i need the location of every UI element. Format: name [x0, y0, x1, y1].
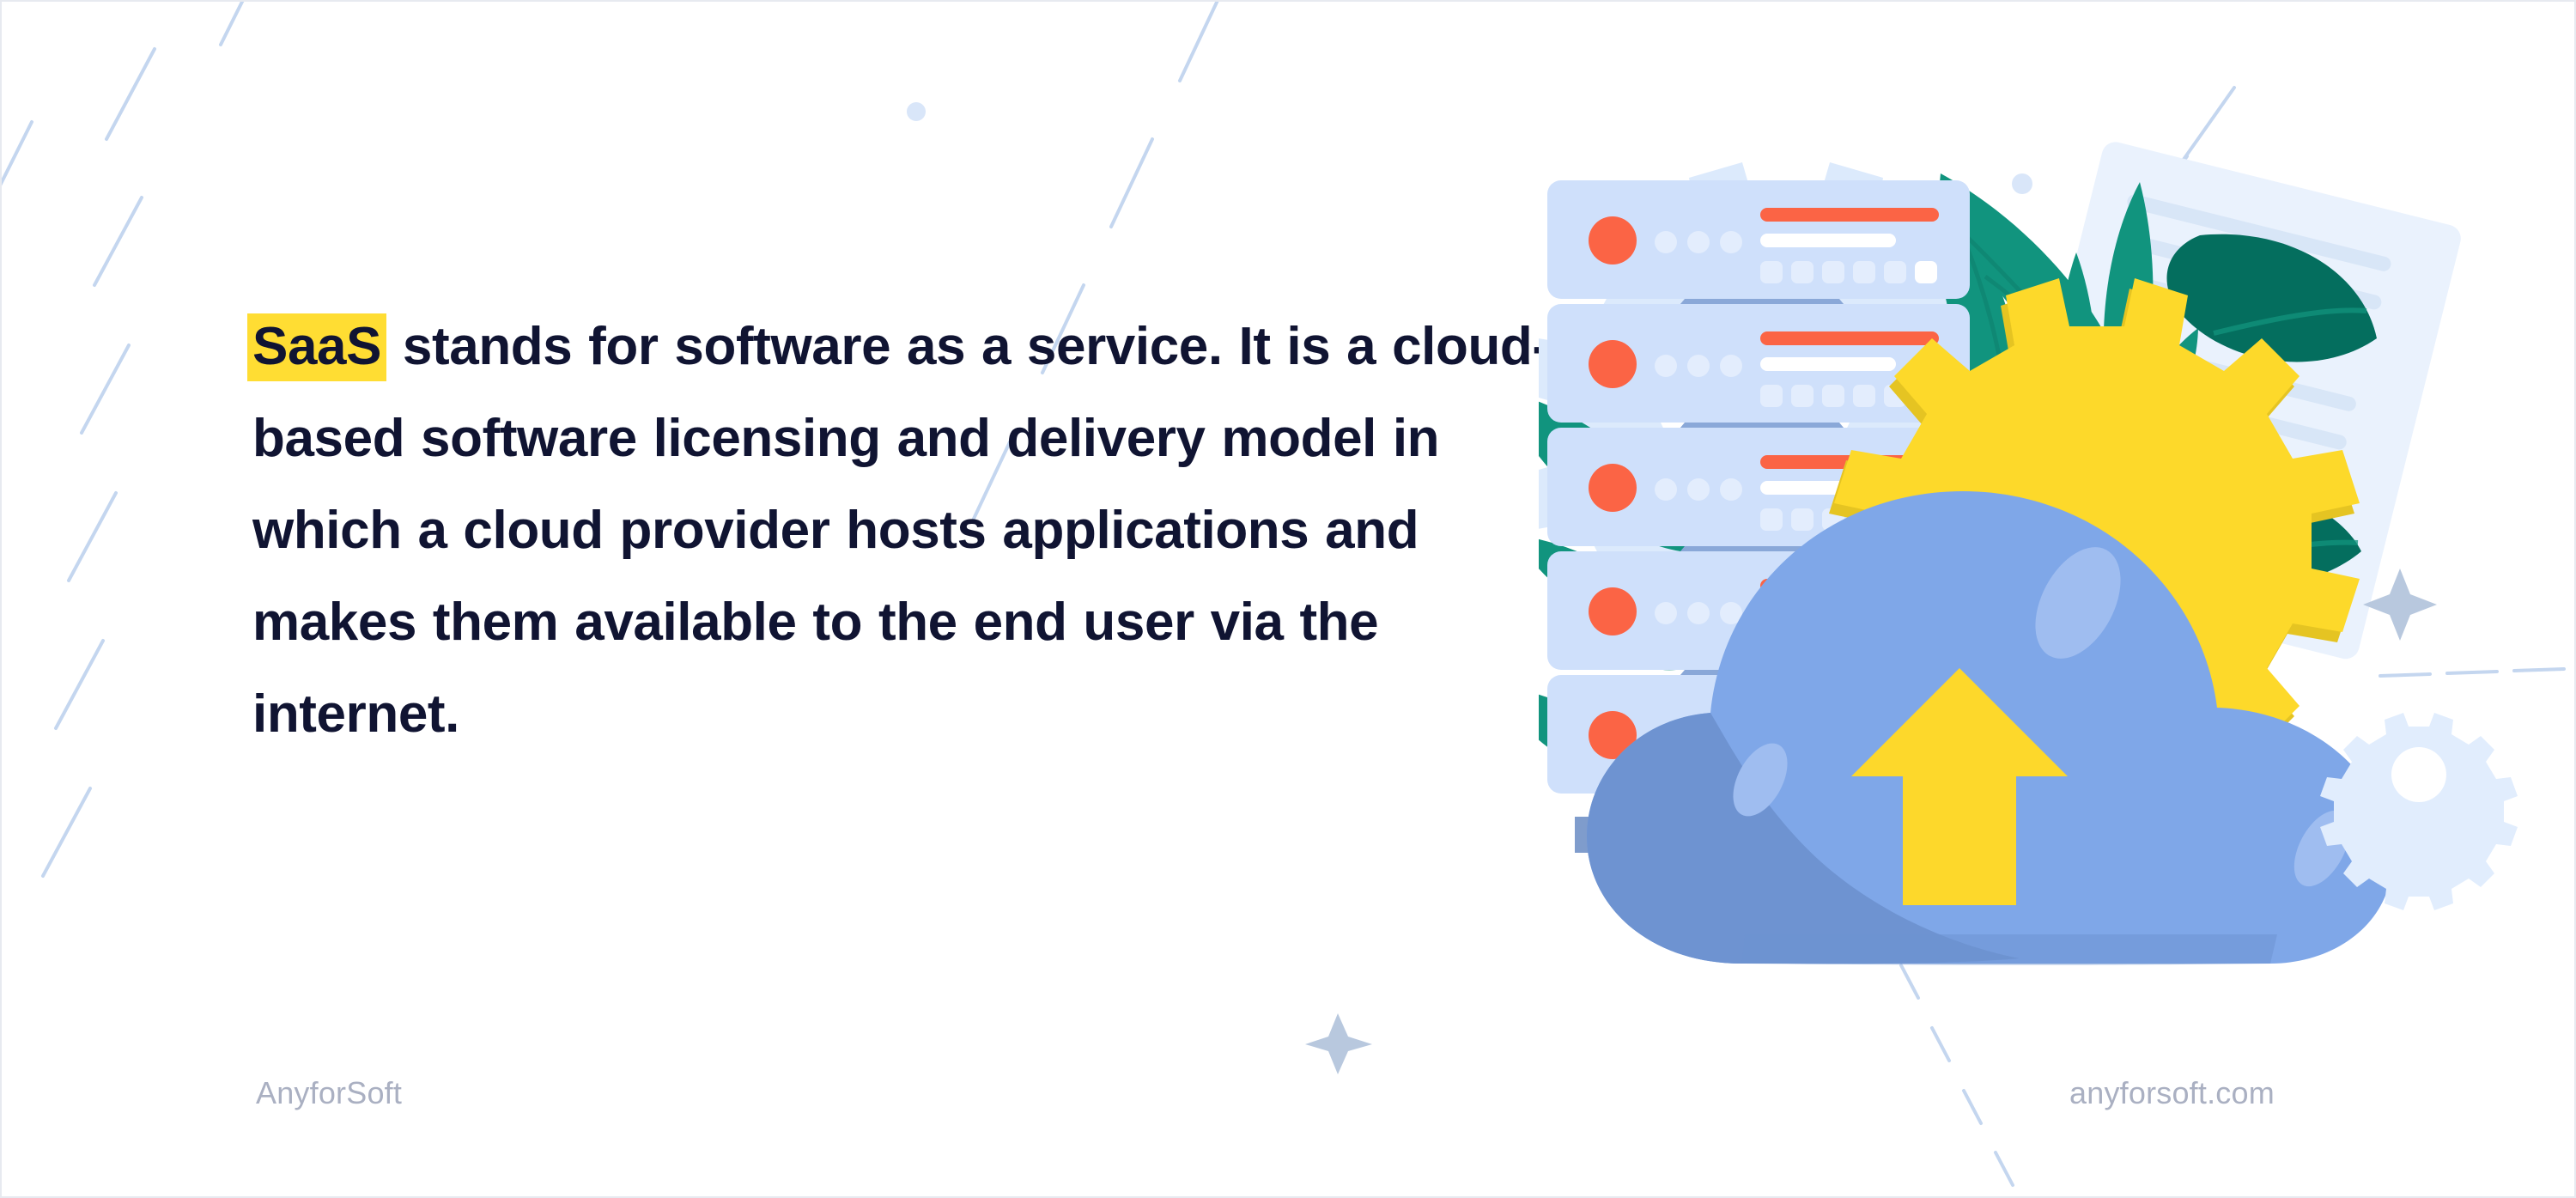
server-led [1589, 711, 1637, 759]
top-left-dashed-line-b [2, 2, 245, 186]
brand-website: anyforsoft.com [2069, 1075, 2275, 1110]
sparkle-star-icon [2363, 569, 2437, 641]
star-bottom-center [1305, 1013, 1372, 1074]
server-accent-bar [1760, 331, 1939, 345]
server-key-lights [1760, 261, 1937, 283]
brand-name: AnyforSoft [256, 1075, 403, 1110]
server-accent-bar [1760, 208, 1939, 222]
copy-block: SaaS stands for software as a service. I… [247, 301, 1558, 760]
dot-top-center [907, 102, 926, 121]
cloud-highlight [1733, 743, 1788, 817]
highlight-saas: SaaS [247, 313, 387, 381]
cloud-highlight [2035, 547, 2121, 659]
server-led [1589, 340, 1637, 388]
gear-hub [2391, 747, 2446, 802]
small-gear-icon [2320, 713, 2518, 910]
paragraph-body: stands for software as a service. It is … [252, 317, 1550, 744]
paragraph: SaaS stands for software as a service. I… [247, 301, 1558, 760]
server-led [1589, 216, 1637, 265]
cloud-server-illustration [1539, 105, 2552, 998]
upload-arrow-icon [1851, 668, 2068, 905]
server-led [1589, 587, 1637, 635]
server-led [1589, 464, 1637, 512]
bottom-right-dashed-line [1899, 964, 2014, 1187]
top-left-dashed-line [41, 47, 156, 878]
